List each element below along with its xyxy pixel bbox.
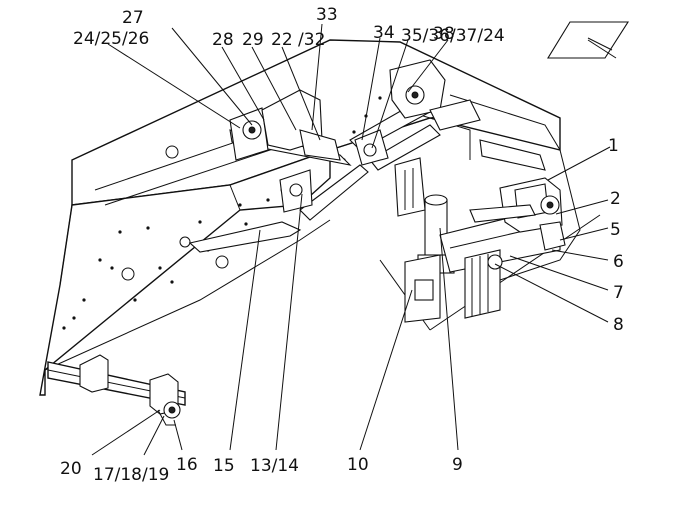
label-20: 20 bbox=[60, 459, 82, 479]
label-34: 35/36/37/24 bbox=[401, 26, 505, 46]
label-27: 28 bbox=[212, 30, 234, 50]
label-35-36-37-24: 38 bbox=[433, 24, 455, 44]
label-8: 8 bbox=[613, 315, 624, 335]
callout-labels: 24/25/26 27 28 29 22 /32 33 34 35/36/37/… bbox=[60, 5, 624, 485]
top-rear-bracket bbox=[354, 59, 481, 217]
label-17-18-19: 17/18/19 bbox=[93, 465, 169, 485]
label-28: 29 bbox=[242, 30, 264, 50]
label-10: 10 bbox=[347, 455, 369, 475]
stabilizer-bar bbox=[47, 354, 186, 426]
label-1: 1 bbox=[608, 136, 619, 156]
label-5: 5 bbox=[610, 220, 621, 240]
label-6: 6 bbox=[613, 252, 624, 272]
label-33: 34 bbox=[373, 23, 395, 43]
label-29: 22 /32 bbox=[271, 30, 325, 50]
upper-bracket-assembly bbox=[229, 89, 341, 213]
label-15: 15 bbox=[213, 456, 235, 476]
label-7: 7 bbox=[613, 283, 624, 303]
label-24-25-26: 27 bbox=[122, 8, 144, 28]
label-22-23: 24/25/26 bbox=[73, 29, 149, 49]
label-13-14: 13/14 bbox=[250, 456, 299, 476]
label-2: 2 bbox=[610, 189, 621, 209]
leader-lines bbox=[91, 23, 617, 456]
right-assembly bbox=[469, 139, 566, 270]
label-16: 16 bbox=[176, 455, 198, 475]
label-22-32: 33 bbox=[316, 5, 338, 25]
label-9: 9 bbox=[452, 455, 463, 475]
